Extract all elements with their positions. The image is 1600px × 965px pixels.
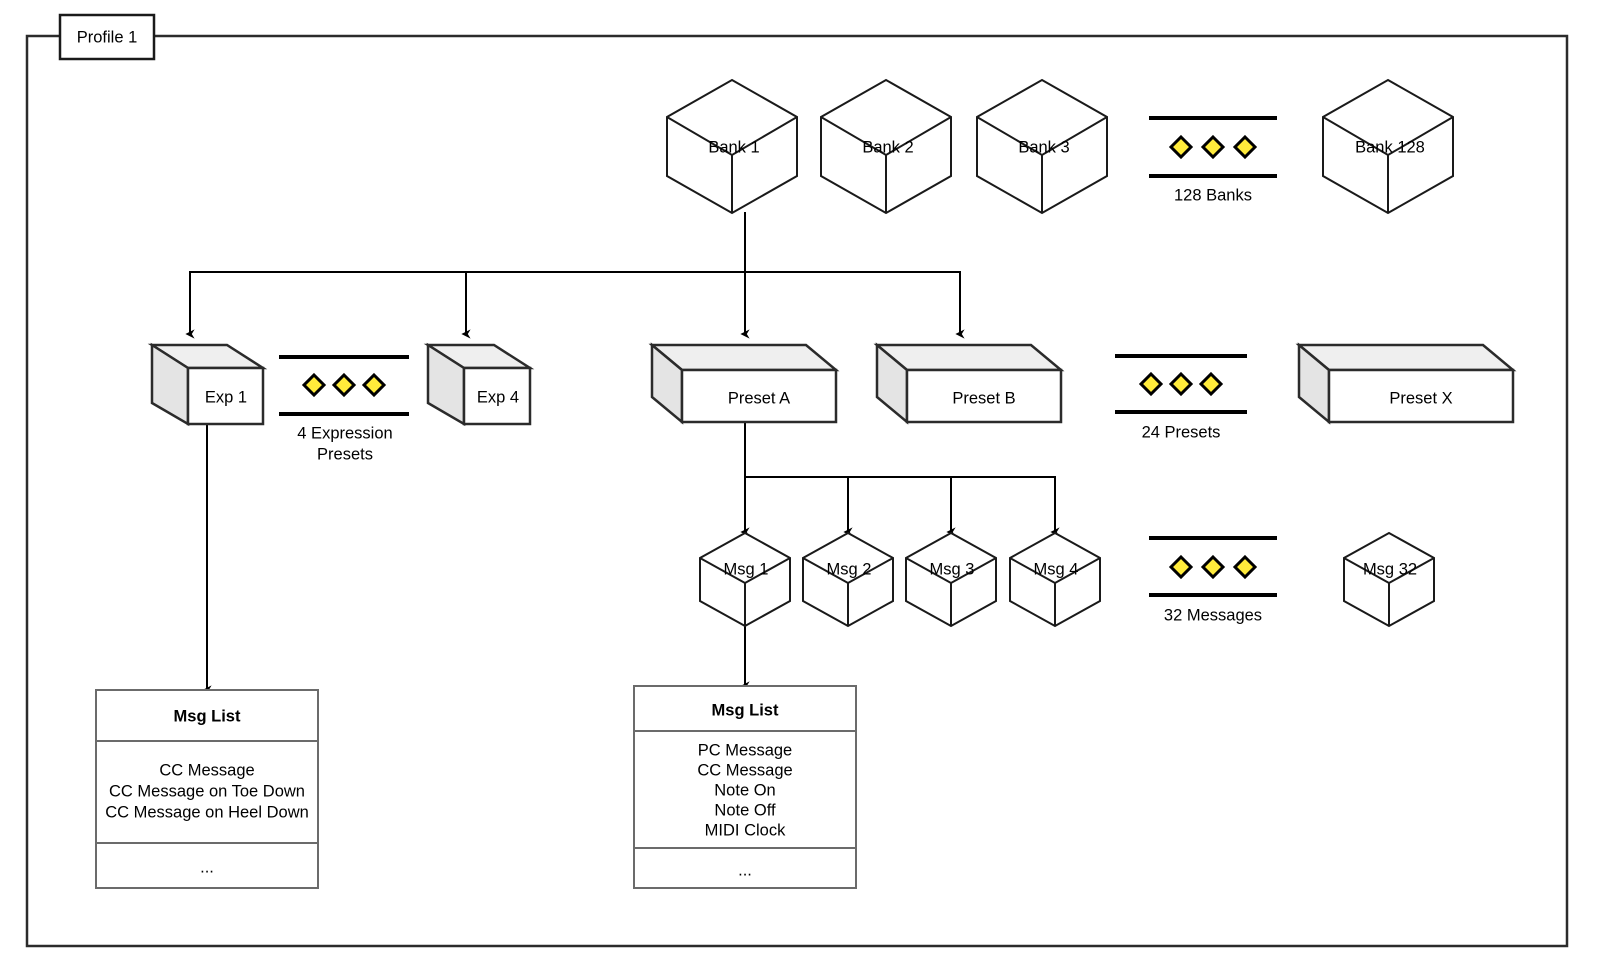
preset-node-a-label: Preset A bbox=[728, 389, 790, 407]
bank-node-1[interactable]: Bank 1 bbox=[666, 78, 798, 215]
bank-node-3-label: Bank 3 bbox=[1018, 138, 1069, 156]
exp-msg-list-item: CC Message bbox=[159, 761, 254, 779]
preset-node-b[interactable]: Preset B bbox=[873, 342, 1065, 425]
preset-msg-list-title: Msg List bbox=[712, 701, 779, 719]
presets-ellipsis-marker: 24 Presets bbox=[1115, 354, 1247, 441]
message-node-4-label: Msg 4 bbox=[1034, 560, 1079, 578]
bank-node-128[interactable]: Bank 128 bbox=[1322, 78, 1454, 215]
message-node-2[interactable]: Msg 2 bbox=[802, 531, 894, 628]
exp-msg-list-item: CC Message on Heel Down bbox=[105, 803, 309, 821]
message-node-2-label: Msg 2 bbox=[827, 560, 872, 578]
preset-msg-list-item: PC Message bbox=[698, 741, 792, 759]
ellipsis-diamond-icon bbox=[1232, 554, 1258, 580]
preset-msg-list-more-cell bbox=[633, 847, 857, 889]
expression-node-4-label: Exp 4 bbox=[477, 388, 519, 406]
exp-msg-list-more-cell bbox=[95, 842, 319, 889]
bank-node-2-label: Bank 2 bbox=[862, 138, 913, 156]
preset-msg-list-item: Note On bbox=[714, 781, 775, 799]
presets-ellipsis-caption: 24 Presets bbox=[1142, 423, 1221, 441]
preset-node-b-label: Preset B bbox=[952, 389, 1015, 407]
expression-node-1[interactable]: Exp 1 bbox=[147, 342, 268, 427]
bank-node-128-label: Bank 128 bbox=[1355, 138, 1425, 156]
message-node-3[interactable]: Msg 3 bbox=[905, 531, 997, 628]
expressions-ellipsis-marker: 4 Expression Presets bbox=[279, 355, 409, 463]
expressions-ellipsis-caption-line1: 4 Expression bbox=[297, 424, 392, 442]
ellipsis-diamond-icon bbox=[361, 372, 387, 398]
bank-node-2[interactable]: Bank 2 bbox=[820, 78, 952, 215]
ellipsis-diamond-icon bbox=[301, 372, 327, 398]
message-node-1-label: Msg 1 bbox=[724, 560, 769, 578]
banks-ellipsis-caption: 128 Banks bbox=[1174, 186, 1252, 204]
ellipsis-diamond-icon bbox=[1232, 134, 1258, 160]
message-node-32[interactable]: Msg 32 bbox=[1343, 531, 1435, 628]
profile-frame bbox=[25, 34, 1569, 948]
ellipsis-diamond-icon bbox=[1198, 371, 1224, 397]
expression-node-1-label: Exp 1 bbox=[205, 388, 247, 406]
preset-msg-list-header-cell bbox=[633, 685, 857, 732]
message-node-3-label: Msg 3 bbox=[930, 560, 975, 578]
profile-tag: Profile 1 bbox=[58, 13, 156, 61]
preset-msg-list-item: MIDI Clock bbox=[705, 821, 786, 839]
bank-node-3[interactable]: Bank 3 bbox=[976, 78, 1108, 215]
preset-node-x-label: Preset X bbox=[1389, 389, 1452, 407]
exp-msg-list-item: CC Message on Toe Down bbox=[109, 782, 305, 800]
ellipsis-diamond-icon bbox=[1168, 371, 1194, 397]
preset-node-a[interactable]: Preset A bbox=[648, 342, 840, 425]
ellipsis-diamond-icon bbox=[1200, 134, 1226, 160]
exp-msg-list-more: ... bbox=[200, 858, 214, 876]
preset-msg-list-item: CC Message bbox=[697, 761, 792, 779]
exp-msg-list-header-cell bbox=[95, 689, 319, 742]
bank-node-1-label: Bank 1 bbox=[708, 138, 759, 156]
profile-tag-label: Profile 1 bbox=[77, 28, 138, 46]
message-node-1[interactable]: Msg 1 bbox=[699, 531, 791, 628]
preset-msg-list-more: ... bbox=[738, 861, 752, 879]
message-node-32-label: Msg 32 bbox=[1363, 560, 1417, 578]
preset-node-x[interactable]: Preset X bbox=[1295, 342, 1517, 425]
ellipsis-diamond-icon bbox=[1168, 554, 1194, 580]
exp-msg-list-title: Msg List bbox=[174, 707, 241, 725]
ellipsis-diamond-icon bbox=[1138, 371, 1164, 397]
bank-to-children-connectors bbox=[185, 212, 965, 339]
exp-msg-list-table[interactable]: Msg List CC Message CC Message on Toe Do… bbox=[95, 689, 319, 889]
messages-ellipsis-caption: 32 Messages bbox=[1164, 606, 1262, 624]
preset-msg-list-item: Note Off bbox=[714, 801, 776, 819]
messages-ellipsis-marker: 32 Messages bbox=[1149, 536, 1277, 624]
ellipsis-diamond-icon bbox=[1168, 134, 1194, 160]
message-node-4[interactable]: Msg 4 bbox=[1009, 531, 1101, 628]
preset-msg-list-table[interactable]: Msg List PC Message CC Message Note On N… bbox=[633, 685, 857, 889]
expressions-ellipsis-caption-line2: Presets bbox=[317, 445, 373, 463]
preset-msg-list-body-cell bbox=[633, 730, 857, 849]
exp-msg-list-body-cell bbox=[95, 740, 319, 844]
preset-to-messages-connectors bbox=[740, 421, 1060, 537]
banks-ellipsis-marker: 128 Banks bbox=[1149, 116, 1277, 204]
ellipsis-diamond-icon bbox=[1200, 554, 1226, 580]
expression-node-4[interactable]: Exp 4 bbox=[423, 342, 535, 427]
ellipsis-diamond-icon bbox=[331, 372, 357, 398]
